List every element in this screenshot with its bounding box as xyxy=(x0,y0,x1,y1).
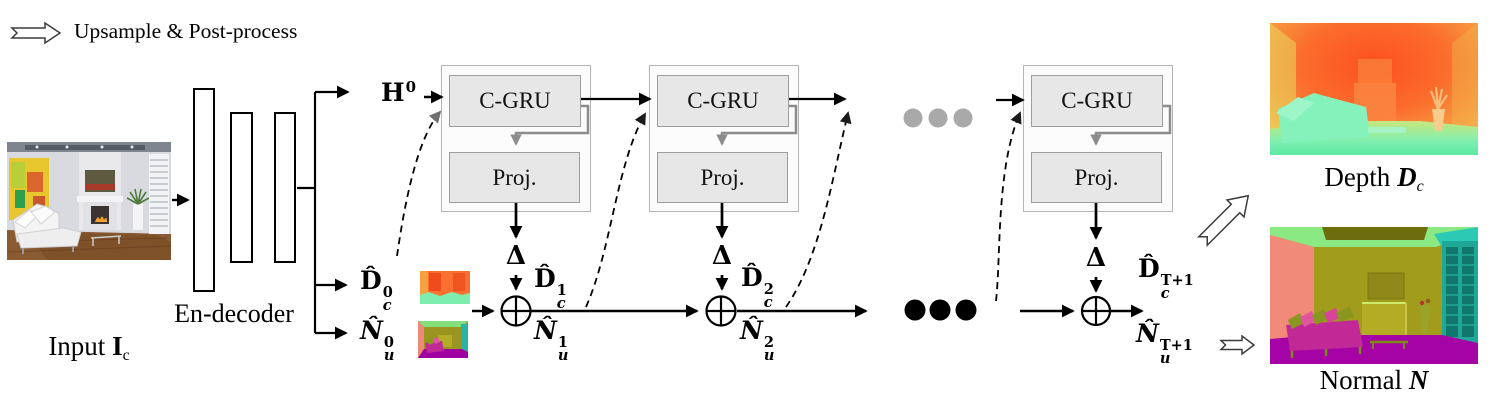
legend-label: Upsample & Post-process xyxy=(74,19,298,43)
cgru-box-3: C-GRU xyxy=(1031,75,1163,127)
ellipsis-top-icon xyxy=(903,108,973,128)
hidden-state-label: H0 xyxy=(381,78,417,107)
add-node-1 xyxy=(500,295,532,327)
proj-box-3: Proj. xyxy=(1031,152,1162,203)
normal-caption: Normal N xyxy=(1319,365,1429,395)
normal-symbol: N xyxy=(1408,365,1429,395)
delta-symbol-3: Δ xyxy=(1085,243,1107,273)
input-image xyxy=(7,142,171,260)
encoder-bar-3 xyxy=(274,112,296,263)
cgru-label: C-GRU xyxy=(1061,88,1133,113)
cgru-box-2: C-GRU xyxy=(657,75,789,127)
proj-label: Proj. xyxy=(492,164,537,190)
input-caption: Input Ic xyxy=(48,331,130,364)
normal-output-image xyxy=(1270,227,1478,364)
encoder-caption: En-decoder xyxy=(174,299,294,328)
feedback-curve-0 xyxy=(396,110,442,257)
delta-symbol-1: Δ xyxy=(505,241,527,271)
proj-label: Proj. xyxy=(700,164,745,190)
cgru-label: C-GRU xyxy=(479,88,551,113)
upsample-arrow-normal xyxy=(1219,334,1256,356)
depth-output-image xyxy=(1270,23,1478,155)
add-node-3 xyxy=(1080,295,1112,327)
cgru-label: C-GRU xyxy=(687,88,759,113)
delta-symbol-2: Δ xyxy=(711,241,733,271)
depth-thumbnail xyxy=(420,271,470,304)
gru-chain-arrows xyxy=(581,92,1025,107)
proj-box-2: Proj. xyxy=(657,152,788,203)
proj-delta-arrows xyxy=(509,203,1103,293)
encoder-bar-2 xyxy=(230,112,253,263)
feedback-curve-3 xyxy=(995,111,1022,302)
cgru-box-1: C-GRU xyxy=(449,75,581,127)
proj-label: Proj. xyxy=(1074,164,1119,190)
input-symbol: I xyxy=(112,331,123,361)
add-nodes xyxy=(500,295,1112,327)
feedback-curve-1 xyxy=(585,112,646,308)
encoder-bar-1 xyxy=(193,88,215,292)
depth-symbol: D xyxy=(1397,162,1417,192)
upsample-arrow-depth xyxy=(1196,194,1250,248)
ellipsis-bottom-icon xyxy=(904,299,977,321)
add-node-2 xyxy=(705,295,737,327)
upsample-arrow-icon xyxy=(10,21,62,45)
encoder-branch-lines xyxy=(297,85,350,340)
normal-thumbnail xyxy=(418,321,468,358)
proj-box-1: Proj. xyxy=(449,152,580,203)
depth-caption: Depth Dc xyxy=(1324,162,1424,195)
